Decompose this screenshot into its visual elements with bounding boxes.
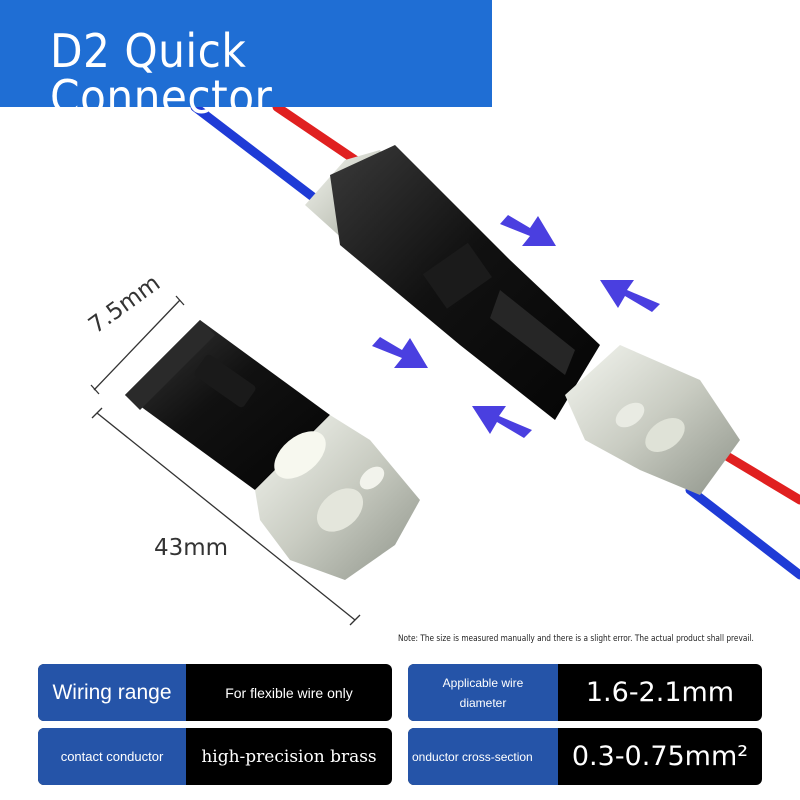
spec-value: 0.3-0.75mm² xyxy=(571,741,749,772)
spec-wire-diameter: Applicable wire diameter 1.6-2.1mm xyxy=(408,664,762,721)
spec-label: contact conductor xyxy=(38,728,186,785)
spec-label: Applicable wire diameter xyxy=(408,664,558,721)
spec-label: onductor cross-section xyxy=(408,728,558,785)
assembled-connector xyxy=(305,145,740,495)
spec-value: 1.6-2.1mm xyxy=(585,677,735,708)
spec-value: For flexible wire only xyxy=(225,684,353,701)
length-dimension-label: 43mm xyxy=(154,535,229,561)
spec-contact-conductor: contact conductor high-precision brass xyxy=(38,728,392,785)
spec-value: high-precision brass xyxy=(201,746,377,767)
product-photo xyxy=(90,102,800,626)
spec-label: Wiring range xyxy=(38,664,186,721)
spec-wiring-range: Wiring range For flexible wire only xyxy=(38,664,392,721)
title-banner: D2 Quick Connector xyxy=(0,0,492,120)
spec-cross-section: onductor cross-section 0.3-0.75mm² xyxy=(408,728,762,785)
push-arrows xyxy=(372,215,660,438)
measurement-note: Note: The size is measured manually and … xyxy=(398,634,754,644)
single-connector xyxy=(125,320,420,580)
page-title: D2 Quick Connector xyxy=(50,24,273,124)
dimension-lines xyxy=(90,295,361,626)
